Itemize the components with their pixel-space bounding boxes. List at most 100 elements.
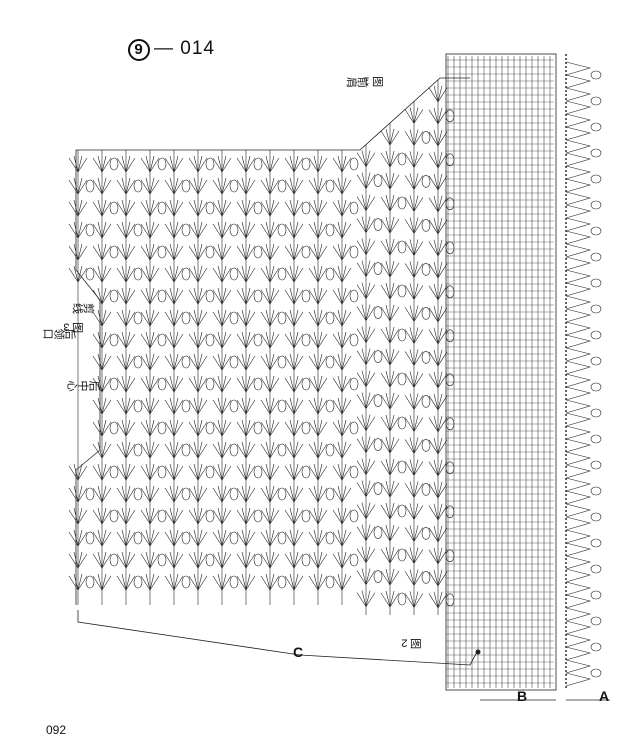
chain-loop <box>397 152 407 166</box>
chain-loop <box>157 509 167 523</box>
chain-loop <box>109 509 119 523</box>
fan-stitch <box>260 551 280 569</box>
fan-stitch <box>68 265 88 283</box>
fan-stitch <box>332 155 352 173</box>
fan-stitch <box>92 507 112 525</box>
chain-loop <box>205 157 215 171</box>
fan-stitch <box>92 243 112 261</box>
fan-stitch <box>428 305 448 322</box>
chain-loop <box>157 377 167 391</box>
border-scallop <box>590 148 602 158</box>
fan-stitch <box>284 155 304 173</box>
fan-stitch <box>236 309 256 327</box>
fan-stitch <box>404 547 424 564</box>
fan-stitch <box>188 375 208 393</box>
fan-stitch <box>260 331 280 349</box>
chain-loop <box>421 219 431 232</box>
chain-loop <box>445 373 455 387</box>
chain-loop <box>85 179 95 193</box>
border-picot <box>565 659 592 687</box>
fan-stitch <box>332 507 352 525</box>
fan-stitch <box>404 371 424 388</box>
fan-stitch <box>284 309 304 327</box>
fan-stitch <box>380 238 400 256</box>
chain-loop <box>325 487 335 501</box>
fan-stitch <box>428 349 448 366</box>
fan-stitch <box>212 529 232 547</box>
border-scallop <box>590 538 602 548</box>
border-scallop <box>590 70 602 80</box>
fan-stitch <box>164 529 184 547</box>
dense-stitch-band <box>445 53 557 691</box>
fan-stitch <box>332 485 352 503</box>
fan-stitch <box>356 524 376 541</box>
chain-loop <box>301 201 311 215</box>
chain-loop <box>205 377 215 391</box>
figure-2-label: 图 2 <box>401 636 422 649</box>
fan-stitch <box>140 441 160 459</box>
page-number: 092 <box>46 723 67 737</box>
fan-stitch <box>260 287 280 305</box>
fan-stitch <box>92 529 112 547</box>
border-scallop <box>590 382 602 392</box>
chain-loop <box>421 263 431 276</box>
fan-stitch <box>332 529 352 547</box>
fan-stitch <box>140 463 160 481</box>
chain-loop <box>397 504 407 518</box>
fan-stitch <box>116 309 136 327</box>
fan-stitch <box>356 326 376 343</box>
fan-stitch <box>332 463 352 481</box>
chain-loop <box>205 245 215 259</box>
fan-stitch <box>284 419 304 437</box>
chain-loop <box>133 355 143 369</box>
fan-stitch <box>380 458 400 476</box>
fan-stitch <box>356 502 376 519</box>
fan-stitch <box>260 177 280 195</box>
fan-stitch <box>188 155 208 173</box>
fan-stitch <box>308 507 328 525</box>
fan-stitch <box>308 551 328 569</box>
fan-stitch <box>380 326 400 344</box>
fan-stitch <box>260 265 280 283</box>
border-picot <box>565 399 592 427</box>
chain-loop <box>253 465 263 479</box>
center-back-label: 后中心 <box>67 379 100 391</box>
fan-stitch <box>308 221 328 239</box>
fan-stitch <box>284 243 304 261</box>
fan-stitch <box>308 397 328 415</box>
chain-loop <box>277 443 287 457</box>
fan-stitch <box>188 243 208 261</box>
fan-stitch <box>164 155 184 173</box>
fan-stitch <box>308 265 328 283</box>
fan-stitch <box>260 221 280 239</box>
fan-stitch <box>404 459 424 476</box>
fan-stitch <box>92 155 112 173</box>
fan-stitch <box>308 441 328 459</box>
fan-stitch <box>116 419 136 437</box>
fan-stitch <box>380 502 400 520</box>
fan-stitch <box>356 260 376 277</box>
chain-loop <box>157 333 167 347</box>
fan-stitch <box>164 507 184 525</box>
fan-stitch <box>212 397 232 415</box>
fan-stitch <box>164 551 184 569</box>
fan-stitch <box>140 353 160 371</box>
fan-stitch <box>236 507 256 525</box>
fan-stitch <box>380 370 400 388</box>
fan-stitch <box>236 529 256 547</box>
fan-stitch <box>116 221 136 239</box>
fan-stitch <box>116 199 136 217</box>
fan-stitch <box>164 353 184 371</box>
chain-loop <box>229 179 239 193</box>
fan-stitch <box>188 551 208 569</box>
chain-loop <box>421 395 431 408</box>
chain-loop <box>229 311 239 325</box>
fan-stitch <box>404 525 424 542</box>
chain-loop <box>325 575 335 589</box>
fan-stitch <box>332 199 352 217</box>
chain-loop <box>349 201 359 215</box>
chain-loop <box>301 421 311 435</box>
fan-stitch <box>380 524 400 542</box>
border-scallop <box>590 226 602 236</box>
fan-stitch <box>140 199 160 217</box>
